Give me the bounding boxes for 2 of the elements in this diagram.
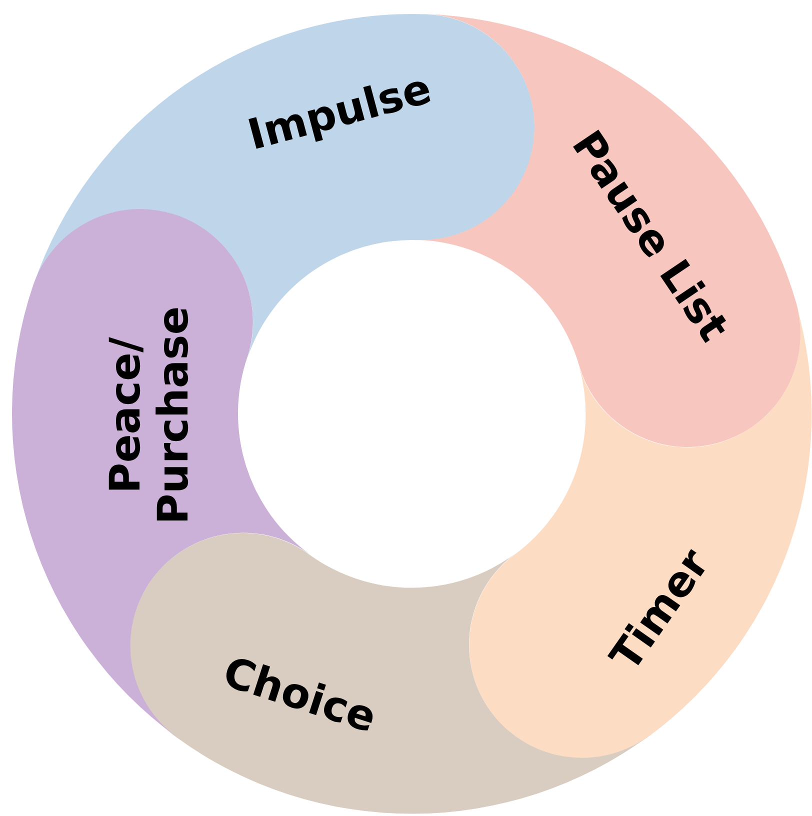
- segment-label: Impulse: [243, 64, 437, 160]
- segment-label: Peace/ Purchase: [102, 306, 198, 527]
